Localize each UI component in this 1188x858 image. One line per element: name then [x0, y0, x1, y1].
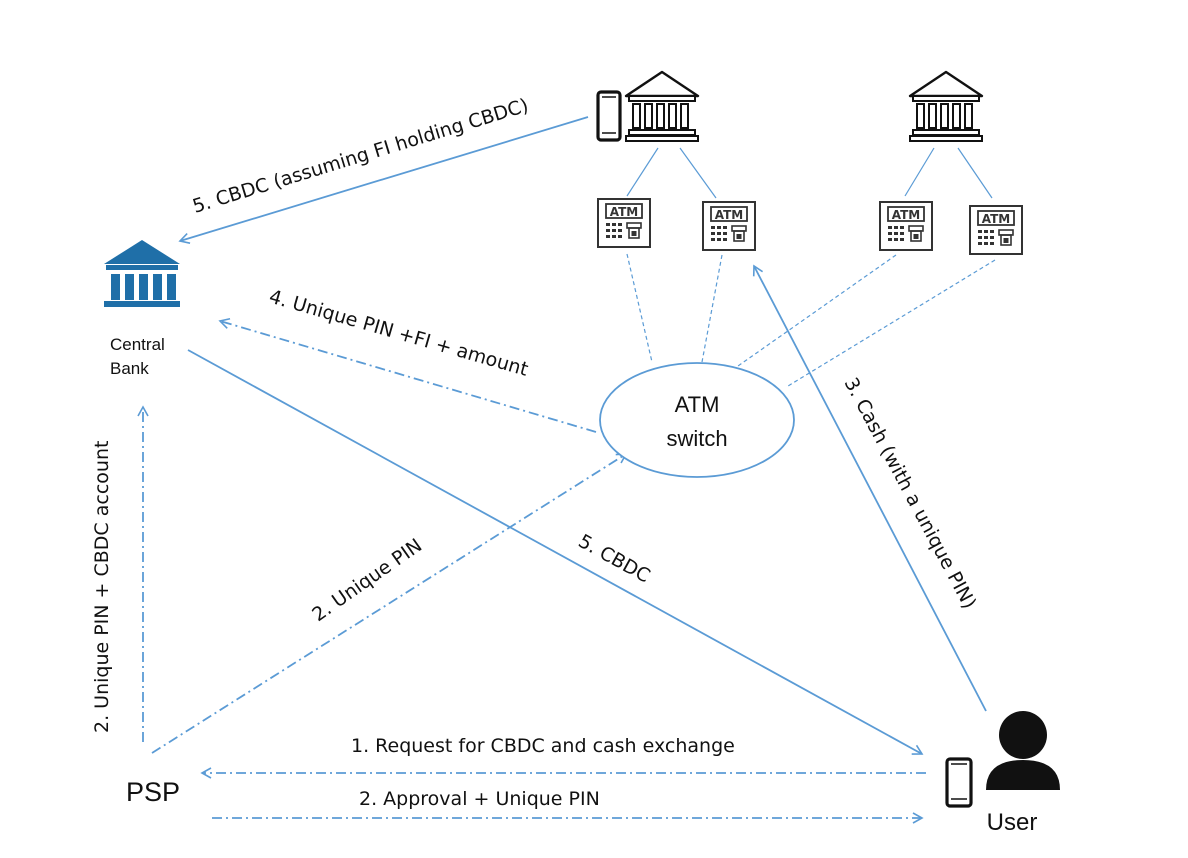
label-unique-pin-switch: 2. Unique PIN — [308, 534, 426, 626]
label-request: 1. Request for CBDC and cash exchange — [351, 735, 735, 757]
atm-icon-text: ATM — [610, 205, 638, 219]
central-bank-node: Central Bank — [104, 240, 180, 378]
atm-icon: ATM — [702, 201, 756, 251]
atm-switch-label-line1: ATM — [675, 392, 720, 417]
arrow-unique-pin-to-switch — [151, 453, 628, 754]
fi-bank-icon — [624, 70, 700, 143]
user-node: User — [945, 711, 1060, 836]
atm-switch-label-line2: switch — [666, 426, 727, 451]
user-person-icon — [986, 711, 1060, 790]
central-bank-label-line2: Bank — [110, 359, 149, 378]
fi-bank-with-phone — [596, 70, 700, 143]
arrow-cbdc-fi-to-central-bank — [178, 116, 589, 244]
arrow-cash-to-atm — [752, 264, 987, 712]
atm-icon-text: ATM — [982, 212, 1010, 226]
atm-icon: ATM — [879, 201, 933, 251]
arrow-cbdc-to-user — [187, 349, 924, 755]
phone-icon — [596, 90, 622, 142]
label-cbdc-user: 5. CBDC — [575, 530, 654, 587]
atm-icon-text: ATM — [715, 208, 743, 222]
bank-atm-connectors — [626, 147, 993, 199]
label-cash-unique-pin: 3. Cash (with a unique PIN) — [840, 374, 981, 612]
central-bank-icon — [104, 240, 180, 307]
flow-arrows — [137, 116, 987, 824]
atm-icon: ATM — [597, 198, 651, 248]
user-phone-icon — [945, 757, 973, 808]
atm-icon-text: ATM — [892, 208, 920, 222]
label-approval: 2. Approval + Unique PIN — [359, 788, 600, 810]
central-bank-label-line1: Central — [110, 335, 165, 354]
label-cbdc-fi: 5. CBDC (assuming FI holding CBDC) — [190, 94, 531, 217]
atm-icon: ATM — [969, 205, 1023, 255]
label-pin-cbdc-account: 2. Unique PIN + CBDC account — [91, 441, 113, 733]
atm-switch-node: ATM switch — [599, 362, 795, 478]
atm-switch-dashed-links — [626, 253, 996, 387]
user-label: User — [987, 809, 1038, 836]
label-unique-pin-fi-amount: 4. Unique PIN +FI + amount — [267, 286, 531, 381]
arrow-pin-fi-amount — [218, 317, 597, 433]
second-fi-bank-icon — [908, 70, 984, 143]
psp-label: PSP — [126, 777, 180, 807]
